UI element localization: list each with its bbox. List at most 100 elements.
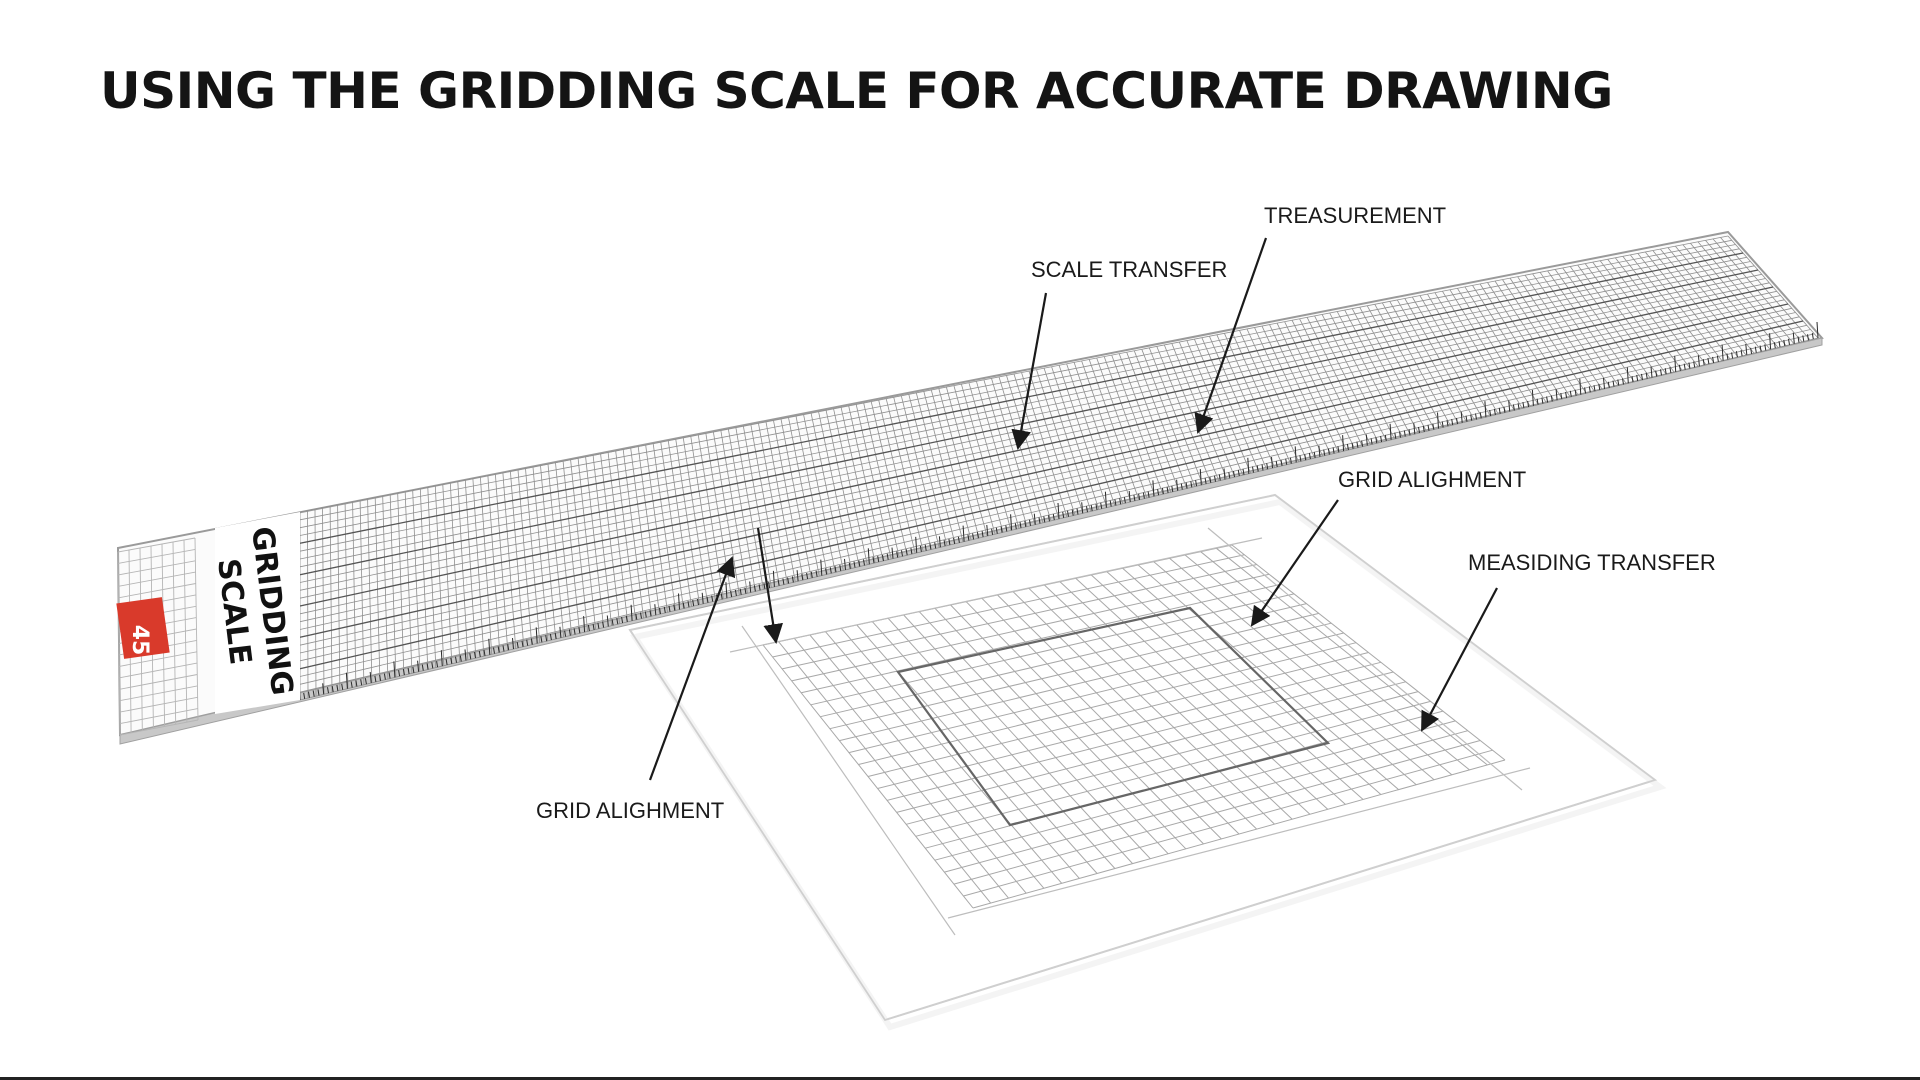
ruler-tick bbox=[806, 572, 809, 580]
ruler-tick bbox=[1289, 457, 1292, 464]
ruler-tick bbox=[1607, 381, 1610, 388]
ruler-tick bbox=[725, 582, 728, 599]
ruler-tick bbox=[972, 533, 975, 540]
ruler-tick bbox=[1546, 396, 1549, 403]
ruler-tick bbox=[379, 674, 382, 681]
ruler-grid-line bbox=[299, 312, 1796, 654]
ruler-tick bbox=[772, 570, 775, 587]
ruler-tick bbox=[1000, 526, 1003, 533]
ruler-tick bbox=[1493, 408, 1496, 415]
ruler-tick bbox=[1550, 395, 1553, 402]
paper-grid-line bbox=[896, 681, 1406, 813]
ruler-grid-line bbox=[299, 282, 1770, 599]
ruler-tick bbox=[1674, 355, 1677, 372]
ruler-tick bbox=[787, 577, 790, 584]
ruler-tick bbox=[512, 638, 514, 650]
ruler-tick bbox=[1214, 475, 1216, 482]
ruler-tick bbox=[668, 605, 671, 612]
ruler-tick bbox=[549, 633, 552, 641]
paper-grid-line bbox=[801, 583, 1282, 694]
ruler-tick bbox=[374, 675, 377, 682]
ruler-tick bbox=[1707, 357, 1710, 365]
paper-grid-line bbox=[877, 661, 1382, 789]
ruler-tick bbox=[1432, 423, 1435, 430]
ruler-tick bbox=[1180, 483, 1183, 490]
ruler-tick bbox=[1176, 479, 1179, 491]
ruler-tick bbox=[1456, 417, 1458, 425]
ruler-tick bbox=[421, 664, 424, 671]
callout-lines bbox=[648, 237, 1498, 781]
ruler-tick bbox=[1294, 446, 1297, 463]
ruler-tick bbox=[1043, 516, 1046, 523]
ruler-tick bbox=[1147, 491, 1150, 498]
ruler-band-line bbox=[299, 320, 1804, 670]
paper-grid-line bbox=[858, 642, 1357, 765]
ruler-tick bbox=[1280, 459, 1283, 466]
paper-grid-line bbox=[781, 564, 1257, 670]
ruler-tick bbox=[739, 588, 742, 595]
callout-line-grid-alignment-right bbox=[1250, 499, 1339, 627]
ruler-tick bbox=[1484, 401, 1487, 418]
endcap-grid-line bbox=[119, 685, 198, 702]
ruler-grid-line bbox=[299, 333, 1815, 693]
ruler-tick bbox=[1460, 411, 1463, 423]
ruler-tick bbox=[1811, 333, 1814, 340]
ruler-tick bbox=[578, 627, 581, 634]
grid-inner-square bbox=[896, 606, 1331, 827]
ruler-tick bbox=[1342, 435, 1345, 452]
ruler-tick bbox=[1128, 490, 1131, 503]
ruler-tick bbox=[640, 612, 642, 619]
paper-grid-line bbox=[848, 632, 1344, 754]
ruler-tick bbox=[915, 536, 918, 553]
ruler-grid-line bbox=[299, 329, 1811, 685]
ruler-tick bbox=[450, 657, 453, 664]
ruler-tick bbox=[1323, 449, 1326, 456]
ruler-tick bbox=[1527, 400, 1530, 408]
ruler-tick bbox=[1033, 513, 1036, 525]
ruler-tick bbox=[1195, 480, 1198, 487]
ruler-tick bbox=[355, 680, 358, 687]
ruler-tick bbox=[801, 574, 804, 581]
ruler-tick bbox=[682, 602, 685, 609]
ruler-tick bbox=[659, 607, 661, 615]
ruler-tick bbox=[402, 669, 405, 676]
ruler-tick bbox=[1010, 514, 1013, 531]
ruler-tick bbox=[1228, 472, 1231, 479]
ruler-grid-line bbox=[299, 324, 1807, 677]
ruler-tick bbox=[882, 554, 884, 561]
ruler-tick bbox=[934, 542, 937, 549]
ruler-tick bbox=[1052, 514, 1055, 521]
callout-scale-transfer: SCALE TRANSFER bbox=[1031, 257, 1227, 282]
drawing-paper bbox=[628, 493, 1667, 1031]
ruler-tick bbox=[1721, 344, 1724, 361]
ruler-tick bbox=[1299, 455, 1302, 462]
ruler-tick bbox=[839, 564, 842, 572]
paper-guide-line bbox=[947, 767, 1531, 919]
ruler-tick bbox=[583, 616, 586, 633]
ruler-tick bbox=[1242, 468, 1245, 475]
ruler-tick bbox=[1337, 446, 1340, 453]
ruler-tick bbox=[1095, 503, 1098, 510]
ruler-tick bbox=[1308, 452, 1311, 460]
ruler-tick bbox=[891, 547, 894, 559]
ruler-tick bbox=[1361, 440, 1364, 447]
ruler-tick bbox=[1788, 338, 1790, 345]
ruler-tick bbox=[896, 551, 899, 558]
ruler-tick bbox=[1655, 370, 1658, 377]
ruler-tick bbox=[1408, 429, 1411, 436]
paper-grid-line bbox=[772, 554, 1245, 658]
ruler-tick bbox=[360, 679, 363, 686]
ruler-tick bbox=[1076, 508, 1079, 515]
ruler-tick bbox=[1104, 491, 1107, 508]
ruler-tick bbox=[317, 689, 320, 696]
ruler-tick bbox=[711, 595, 714, 602]
ruler-tick bbox=[1726, 353, 1729, 360]
ruler-tick bbox=[1413, 423, 1416, 435]
ruler-tick bbox=[1204, 477, 1207, 484]
ruler-tick bbox=[663, 606, 666, 613]
ruler-tick bbox=[1783, 339, 1786, 346]
ruler-tick bbox=[1816, 321, 1819, 339]
ruler-tick bbox=[758, 584, 761, 591]
paper-guide-line bbox=[1207, 527, 1523, 791]
ruler-tick bbox=[1100, 502, 1103, 509]
